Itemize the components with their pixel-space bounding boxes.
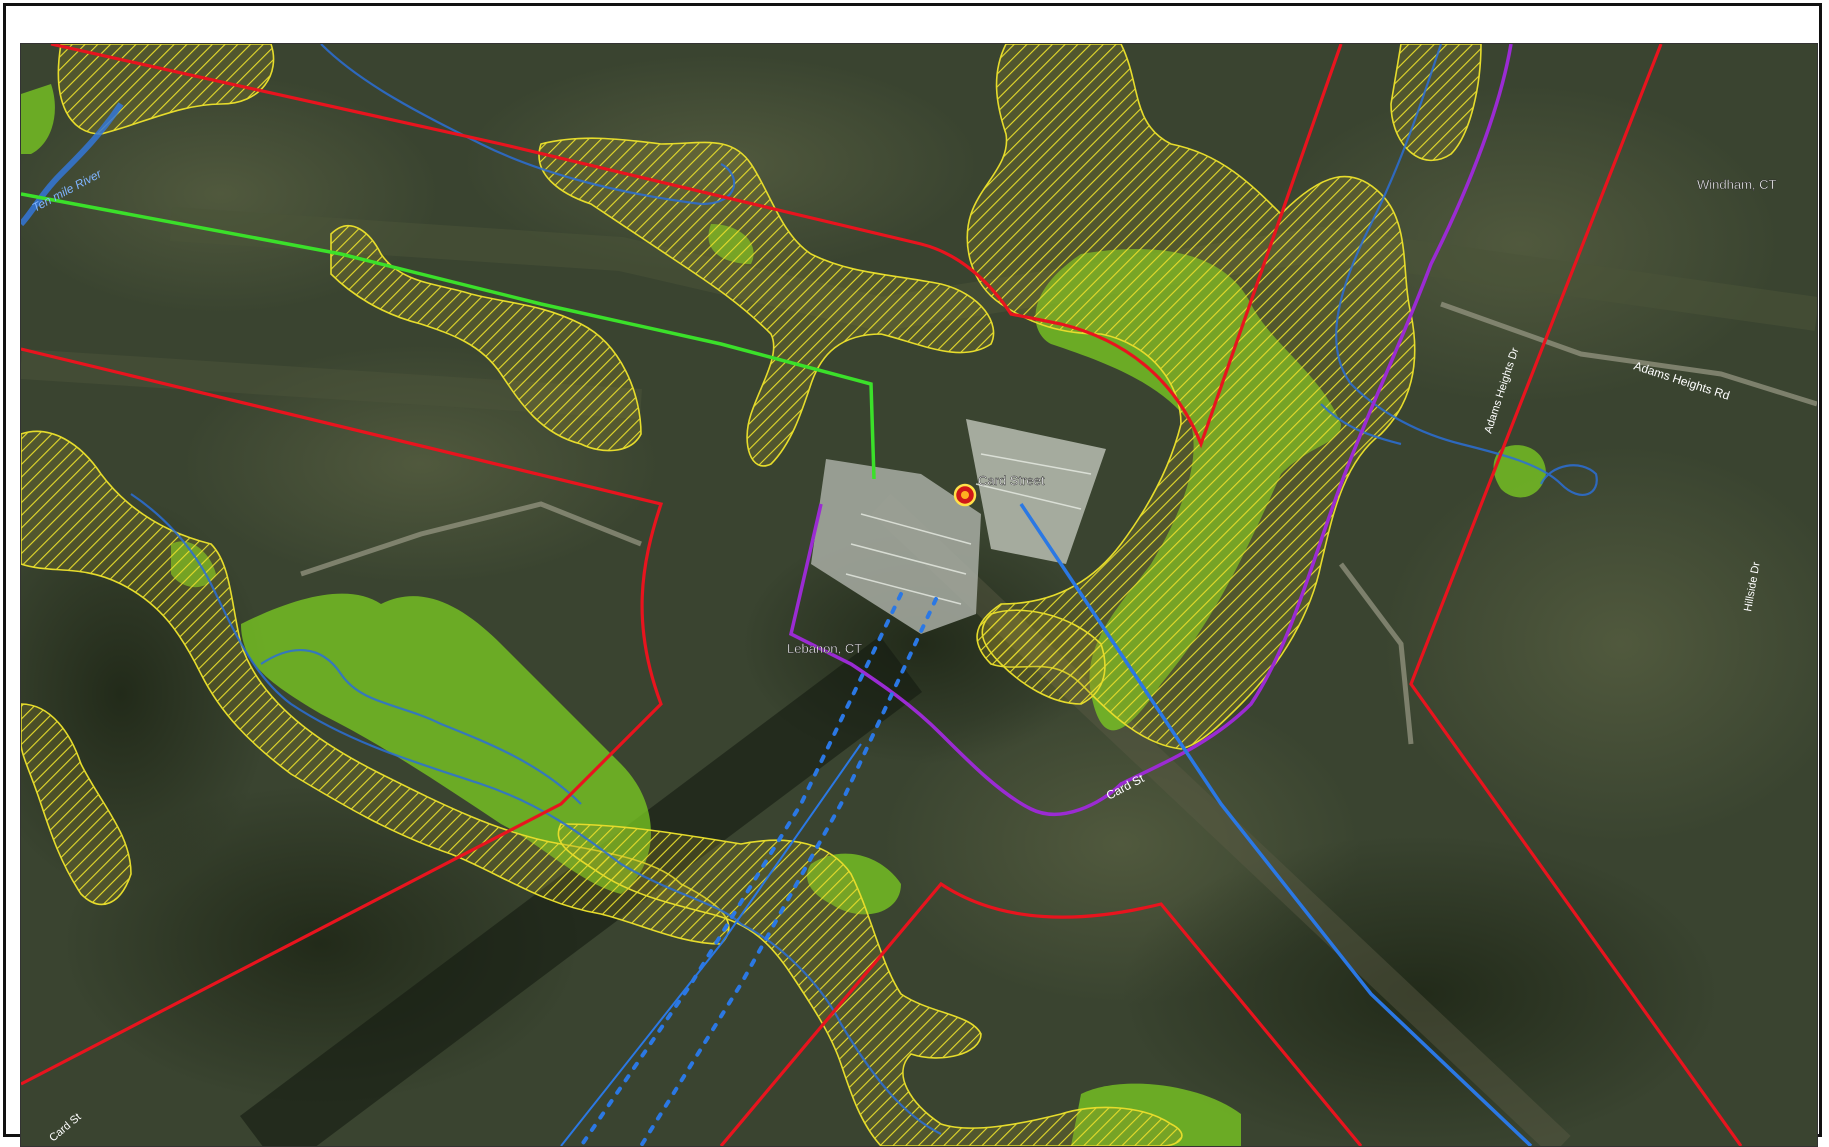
map-canvas[interactable]: Card Street Lebanon, CT Windham, CT Ten … bbox=[21, 44, 1817, 1146]
boundaries bbox=[21, 44, 1743, 1146]
roads bbox=[300, 301, 1817, 745]
town-label-lebanon: Lebanon, CT bbox=[787, 641, 862, 656]
substation-marker[interactable] bbox=[953, 483, 977, 507]
aerial-map[interactable]: Card Street Lebanon, CT Windham, CT Ten … bbox=[20, 43, 1818, 1147]
map-frame: Card Street Lebanon, CT Windham, CT Ten … bbox=[3, 3, 1822, 1147]
substation-label: Card Street bbox=[978, 473, 1045, 488]
marker-core-icon bbox=[961, 491, 969, 499]
transmission-lines bbox=[21, 44, 1533, 1146]
town-label-windham: Windham, CT bbox=[1697, 177, 1777, 192]
substation-yard bbox=[811, 419, 1106, 634]
